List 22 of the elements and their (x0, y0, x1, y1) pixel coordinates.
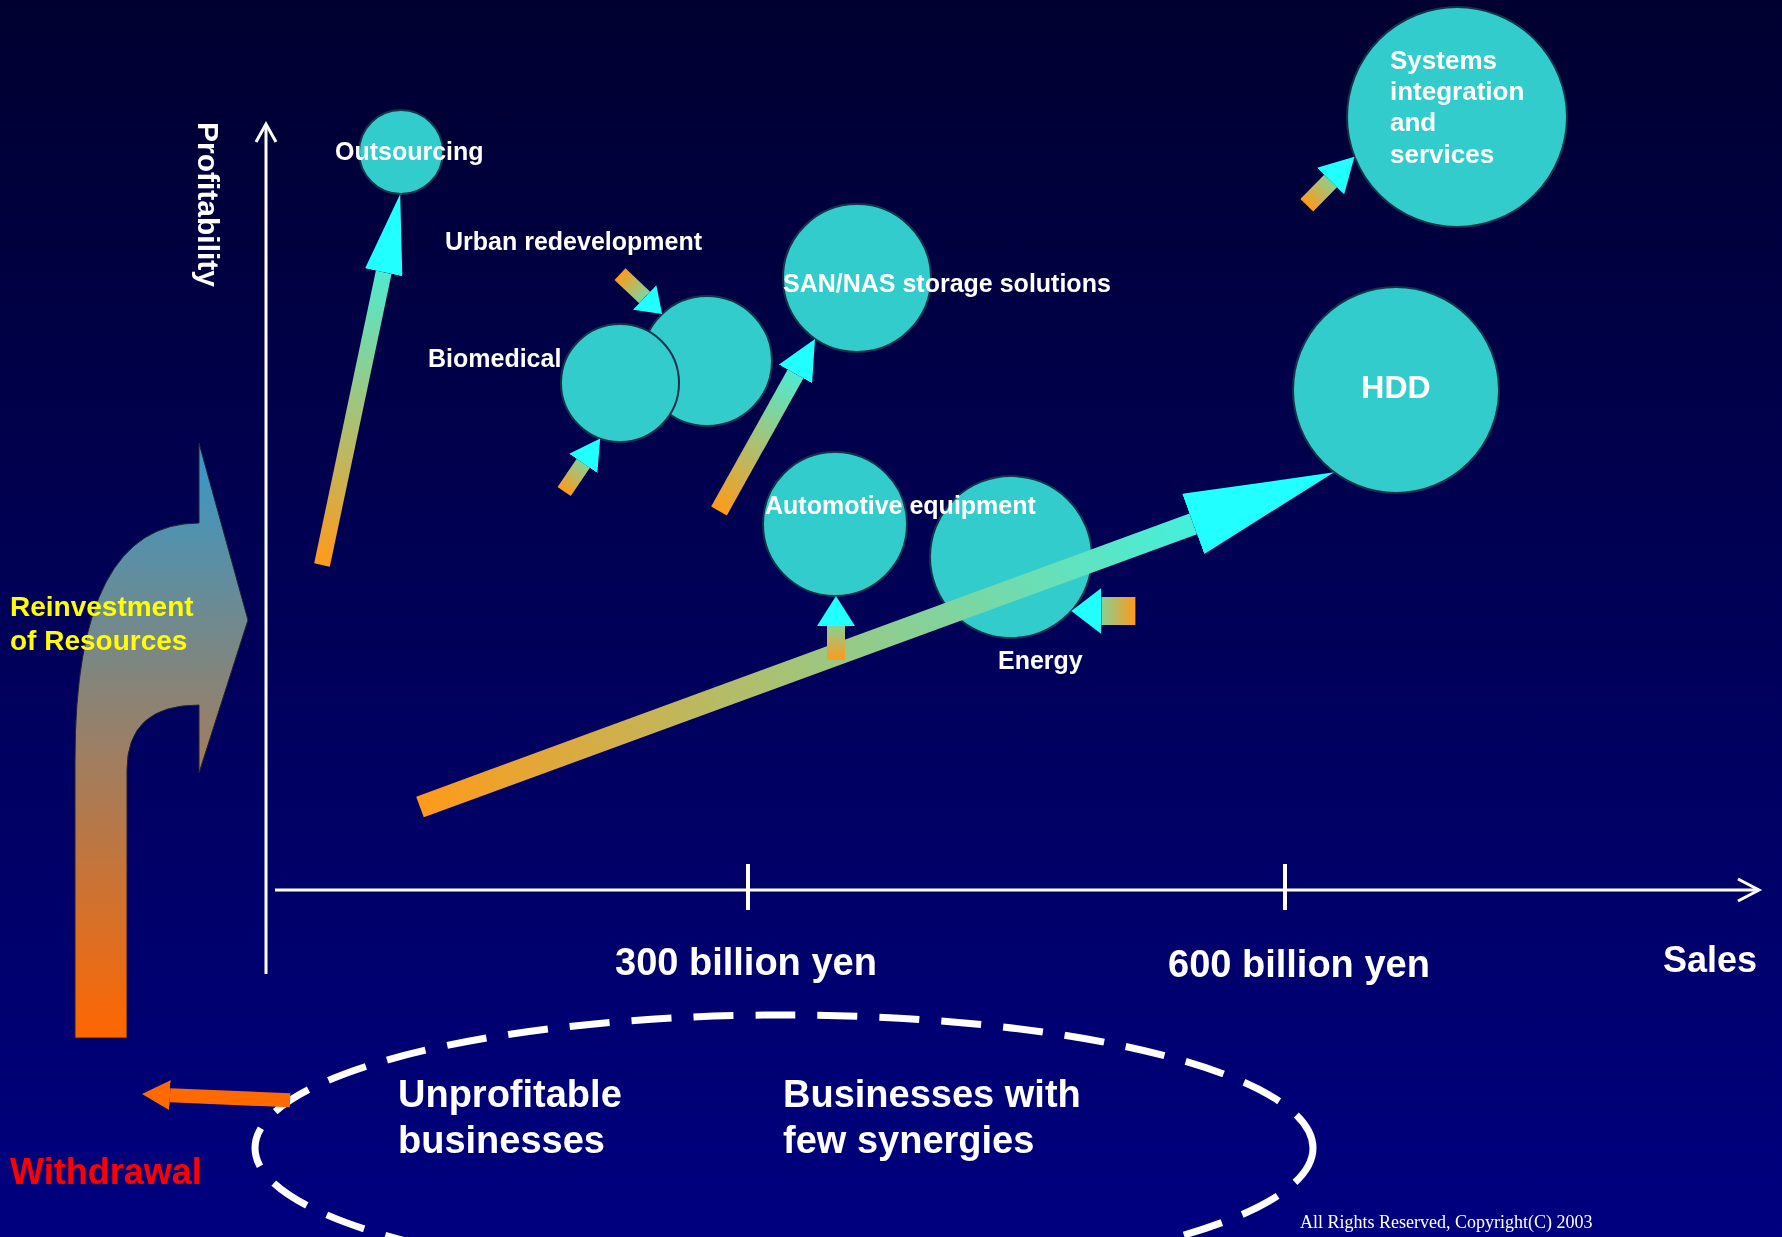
tick-label: 600 billion yen (1168, 942, 1431, 987)
axis-title: Profitability (191, 122, 226, 287)
arrow (416, 472, 1335, 818)
bubble-label: Urban redevelopment (445, 226, 703, 256)
copyright-text: All Rights Reserved, Copyright(C) 2003 (1300, 1212, 1594, 1234)
group-label: Unprofitable businesses (398, 1072, 623, 1163)
bubble-label: Biomedical (428, 343, 563, 373)
node-label: Withdrawal (10, 1150, 203, 1194)
arrow (557, 438, 601, 496)
bubble-label: HDD (1360, 368, 1432, 407)
arrow (314, 194, 403, 567)
arrow (1071, 588, 1136, 634)
arrow (614, 268, 663, 314)
bubble-label: Energy (998, 645, 1084, 675)
bubble-label: Systems integration and services (1390, 45, 1526, 170)
arrow (1300, 156, 1355, 212)
tick-label: 300 billion yen (615, 940, 878, 985)
group-label: Businesses with few synergies (783, 1072, 1082, 1163)
arrow (711, 338, 815, 516)
arrow (817, 596, 855, 660)
arrow (142, 1080, 291, 1111)
axis-title: Sales (1663, 938, 1759, 982)
